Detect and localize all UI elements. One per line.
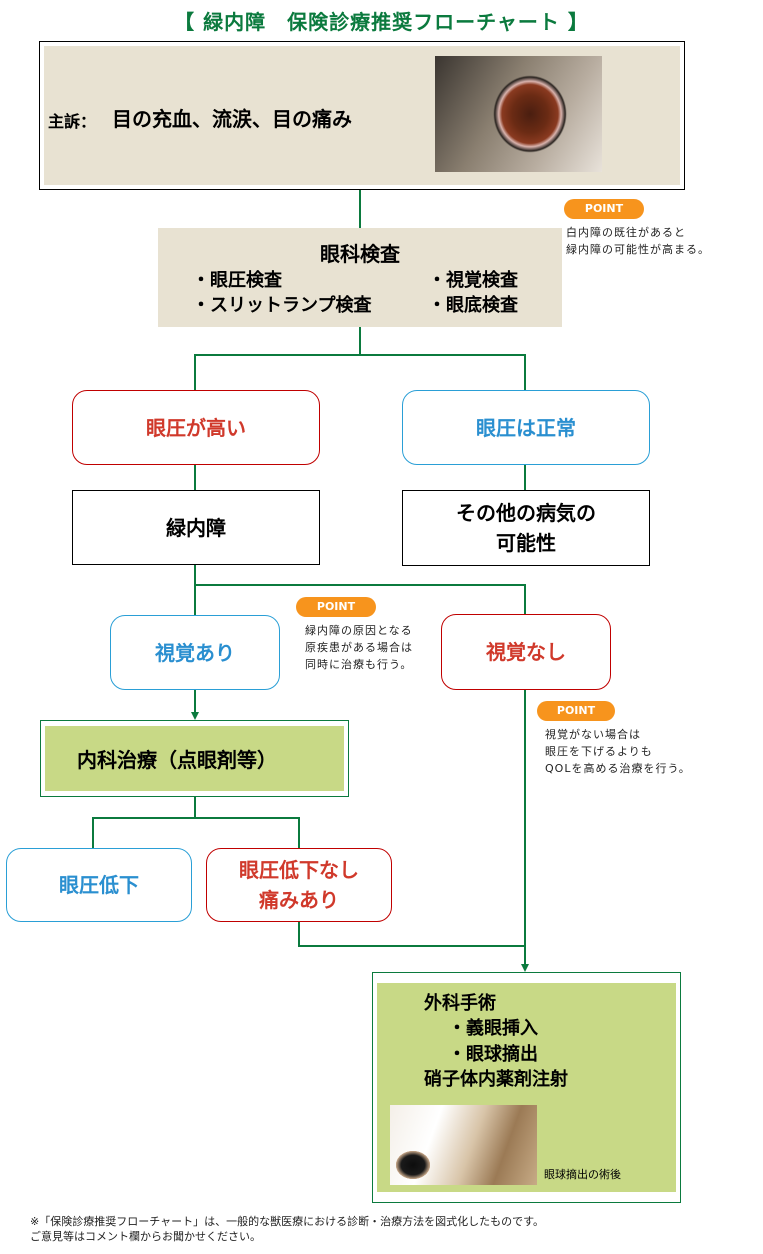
exam-item: ・視覚検査 — [428, 270, 518, 291]
complaint-label: 主訴： — [48, 112, 97, 131]
dog-eye-photo — [435, 56, 602, 172]
surgery-item: ・眼球摘出 — [448, 1044, 538, 1065]
high-iop-node: 眼圧が高い — [72, 390, 320, 465]
surgery-item: ・義眼挿入 — [448, 1018, 538, 1039]
point-badge: POINT — [564, 199, 644, 219]
no-iop-down-node: 眼圧低下なし痛みあり — [206, 848, 392, 922]
other-disease-node: その他の病気の可能性 — [402, 490, 650, 566]
photo-caption: 眼球摘出の術後 — [544, 1168, 621, 1181]
point-note: 緑内障の原因となる原疾患がある場合は同時に治療も行う。 — [305, 624, 413, 671]
post-enucleation-photo — [390, 1105, 537, 1185]
eye-exam-box: 眼科検査 ・眼圧検査 ・視覚検査 ・スリットランプ検査 ・眼底検査 — [158, 228, 562, 327]
exam-title: 眼科検査 — [320, 242, 400, 266]
page-title: 【 緑内障 保険診療推奨フローチャート 】 — [174, 10, 589, 34]
medical-treatment-label: 内科治療（点眼剤等） — [45, 726, 344, 791]
footer-note: ※「保険診療推奨フローチャート」は、一般的な獣医療における診断・治療方法を図式化… — [30, 1215, 545, 1243]
complaint-text: 目の充血、流涙、目の痛み — [112, 107, 352, 131]
exam-item: ・眼底検査 — [428, 295, 518, 316]
exam-item: ・スリットランプ検査 — [192, 295, 372, 316]
point-badge: POINT — [296, 597, 376, 617]
complaint-box: 主訴： 目の充血、流涙、目の痛み — [39, 41, 685, 190]
surgery-box: 外科手術 ・義眼挿入 ・眼球摘出 硝子体内薬剤注射 眼球摘出の術後 — [372, 972, 681, 1203]
surgery-title: 外科手術 — [424, 993, 496, 1014]
exam-item: ・眼圧検査 — [192, 270, 282, 291]
normal-iop-node: 眼圧は正常 — [402, 390, 650, 465]
iop-down-node: 眼圧低下 — [6, 848, 192, 922]
arrow-head-icon — [521, 964, 529, 972]
glaucoma-node: 緑内障 — [72, 490, 320, 565]
arrow-head-icon — [191, 712, 199, 720]
point-note: 白内障の既往があると緑内障の可能性が高まる。 — [566, 226, 710, 256]
surgery-extra: 硝子体内薬剤注射 — [424, 1069, 568, 1090]
vision-yes-node: 視覚あり — [110, 615, 280, 690]
point-badge: POINT — [537, 701, 615, 721]
vision-no-node: 視覚なし — [441, 614, 611, 690]
medical-treatment-box: 内科治療（点眼剤等） — [40, 720, 349, 797]
